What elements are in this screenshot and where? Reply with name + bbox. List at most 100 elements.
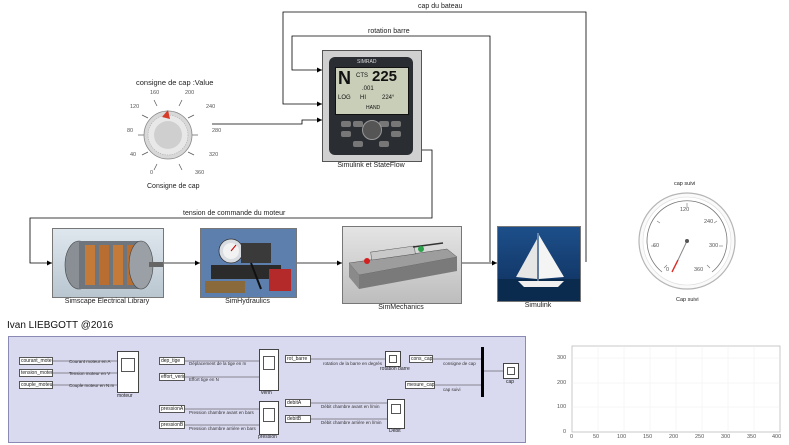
label-moteur: moteur	[117, 393, 133, 399]
plot-ytick-300: 300	[557, 355, 567, 361]
subsystem-verin[interactable]	[259, 349, 279, 391]
autopilot-line4: HAND	[366, 105, 381, 111]
desc-pressionB: Pression chambre arrière en bars	[189, 426, 256, 431]
autopilot-button-8	[379, 141, 389, 147]
plot-xtick-150: 150	[643, 434, 653, 440]
autopilot-button-2	[353, 121, 363, 127]
goto-rot-barre[interactable]: rot_barre	[285, 355, 311, 363]
subsystem-cap[interactable]	[503, 363, 519, 379]
gauge-tick-300: 300	[709, 243, 719, 249]
hydraulics-block[interactable]	[200, 228, 297, 298]
knob-tick-120: 120	[130, 104, 140, 110]
label-cap: cap	[506, 379, 515, 385]
goto-tension-moteur[interactable]: tension_moteur	[19, 369, 53, 377]
mechanics-picture	[348, 242, 458, 289]
desc-courant-moteur: Courant moteur en A	[69, 359, 111, 364]
knob-tick-160: 160	[150, 90, 160, 96]
goto-mesure-cap[interactable]: mesure_cap	[405, 381, 435, 389]
gauge-tick-360: 360	[694, 267, 704, 273]
knob-tick-360: 360	[195, 170, 205, 176]
label-debit: Débit	[389, 428, 401, 434]
gauge-tick-60: 60	[653, 243, 660, 249]
scope-subsystem-panel: courant_moteur tension_moteur couple_mot…	[8, 336, 526, 443]
goto-debitB[interactable]: debitB	[285, 415, 311, 423]
author-credit: Ivan LIEBGOTT @2016	[7, 320, 114, 331]
label-rotation-barre: rotation barre	[380, 366, 410, 372]
plot-xtick-350: 350	[747, 434, 757, 440]
knob-caption: Consigne de cap	[147, 183, 200, 190]
subsystem-debit[interactable]	[387, 399, 405, 429]
gauge-tick-120: 120	[680, 207, 690, 213]
autopilot-button-5	[341, 131, 351, 137]
autopilot-line3-right: 224°	[382, 95, 395, 101]
autopilot-button-4	[391, 121, 401, 127]
followed-heading-gauge	[638, 192, 736, 290]
subsystem-rotation-barre[interactable]	[385, 351, 401, 367]
subsystem-pression[interactable]	[259, 401, 279, 435]
gauge-caption: Cap suivi	[676, 297, 699, 303]
desc-mesure-cap: cap suivi	[443, 387, 461, 392]
plot-xtick-400: 400	[772, 434, 782, 440]
signal-label-tension-moteur: tension de commande du moteur	[183, 210, 286, 217]
knob-title: consigne de cap :Value	[136, 78, 214, 87]
signal-label-cap-bateau: cap du bateau	[418, 3, 463, 10]
desc-cons-cap: consigne de cap	[443, 361, 476, 366]
goto-pressionA[interactable]: pressionA	[159, 405, 185, 413]
plot-xtick-200: 200	[669, 434, 679, 440]
mux-bar	[481, 347, 484, 397]
autopilot-button-7	[353, 141, 363, 147]
scope-plot	[571, 345, 781, 433]
autopilot-line2: .001	[362, 86, 374, 92]
knob-tick-40: 40	[130, 152, 137, 158]
desc-couple-moteur: Couple moteur en N.m	[69, 383, 115, 388]
autopilot-big-value: 225	[372, 68, 398, 85]
autopilot-brand: SIMRAD	[357, 59, 377, 65]
plot-ytick-200: 200	[557, 380, 567, 386]
label-pression: pression	[258, 434, 277, 440]
mechanics-caption: SimMechanics	[378, 304, 424, 311]
sailboat-picture	[498, 233, 580, 301]
motor-picture	[64, 240, 163, 290]
knob-tick-200: 200	[185, 90, 195, 96]
autopilot-line3-left: LOG	[338, 95, 351, 101]
plot-ytick-0: 0	[563, 429, 567, 435]
goto-courant-moteur[interactable]: courant_moteur	[19, 357, 53, 365]
gauge-tick-0: 0	[666, 267, 670, 273]
knob-tick-320: 320	[209, 152, 219, 158]
plot-xtick-100: 100	[617, 434, 627, 440]
desc-tension-moteur: Tension moteur en V	[69, 371, 111, 376]
subsystem-moteur[interactable]	[117, 351, 139, 393]
desc-effort-verin: Effort tige en N	[189, 377, 219, 382]
autopilot-heading-letter: N	[338, 68, 351, 88]
mechanics-block[interactable]	[342, 226, 462, 304]
heading-setpoint-knob[interactable]	[118, 86, 218, 182]
simulink-sailboat-block[interactable]	[497, 226, 581, 302]
autopilot-button-6	[391, 131, 401, 137]
goto-couple-moteur[interactable]: couple_moteur	[19, 381, 53, 389]
electrical-motor-block[interactable]	[52, 228, 164, 298]
autopilot-dial	[362, 120, 382, 140]
autopilot-button-3	[379, 121, 389, 127]
desc-pressionA: Pression chambre avant en bars	[189, 410, 254, 415]
label-verin: vérin	[261, 390, 272, 396]
plot-xtick-300: 300	[721, 434, 731, 440]
autopilot-caption: Simulink et StateFlow	[337, 162, 405, 169]
goto-dep-tige[interactable]: dep_tige	[159, 357, 185, 365]
plot-xtick-250: 250	[695, 434, 705, 440]
panel-wires	[53, 358, 503, 426]
autopilot-mode: CTS	[356, 73, 368, 79]
desc-debitA: Débit chambre avant en l/min	[321, 404, 380, 409]
goto-effort-verin[interactable]: effort_verin	[159, 373, 185, 381]
gauge-title: cap suivi	[674, 181, 696, 187]
gauge-tick-240: 240	[704, 219, 714, 225]
desc-dep-tige: Déplacement de la tige en m	[189, 361, 247, 366]
knob-tick-0: 0	[150, 170, 154, 176]
goto-pressionB[interactable]: pressionB	[159, 421, 185, 429]
autopilot-block[interactable]: SIMRAD N CTS 225 .001 LOG HI 224° HAND	[322, 50, 422, 162]
goto-debitA[interactable]: debitA	[285, 399, 311, 407]
autopilot-line3-mid: HI	[360, 95, 366, 101]
goto-cons-cap[interactable]: cons_cap	[409, 355, 433, 363]
plot-xtick-0: 0	[570, 434, 574, 440]
desc-rot-barre: rotation de la barre en degrés	[323, 361, 383, 366]
